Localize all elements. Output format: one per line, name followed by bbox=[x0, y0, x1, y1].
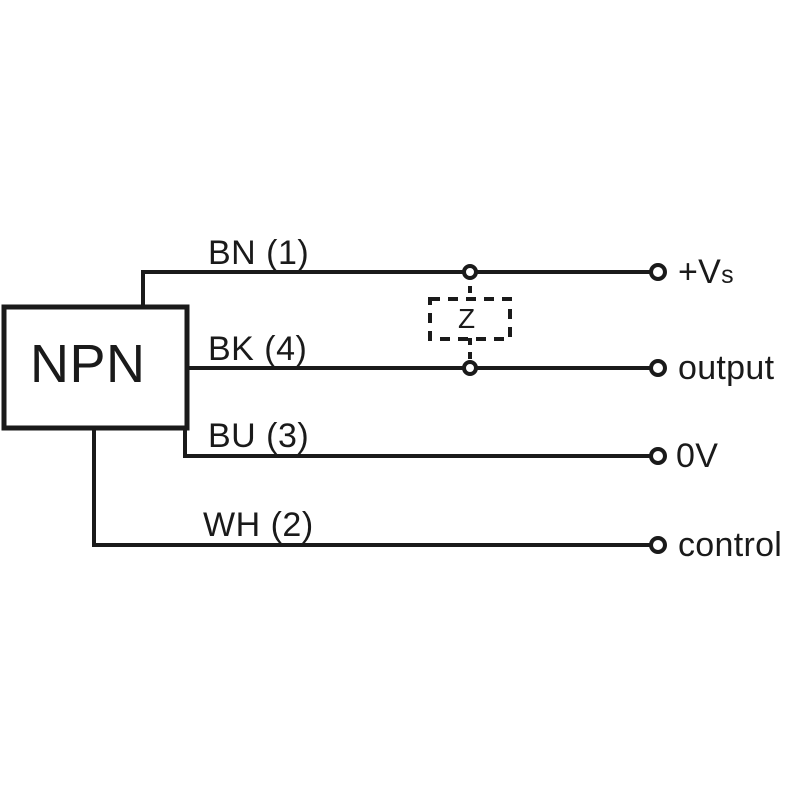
wire-path-bu-3 bbox=[183, 426, 653, 458]
protection-element-label: Z bbox=[458, 303, 476, 334]
wire-label-wh-2: WH (2) bbox=[203, 506, 314, 544]
terminal-circle-vs[interactable] bbox=[649, 263, 667, 281]
terminal-label-vs: +Vs bbox=[678, 255, 734, 289]
terminal-circle-control[interactable] bbox=[649, 536, 667, 554]
npn-device-label: NPN bbox=[30, 334, 146, 394]
junction-supply-dot bbox=[462, 264, 478, 280]
terminal-label-output: output bbox=[678, 349, 775, 387]
wire-path-bn-1 bbox=[141, 270, 653, 309]
wire-path-wh-2 bbox=[92, 426, 653, 547]
wire-label-bn-1: BN (1) bbox=[208, 234, 310, 272]
npn-device-box bbox=[1, 304, 190, 431]
terminal-label-vs-main: +V bbox=[678, 253, 722, 291]
terminal-label-0v: 0V bbox=[676, 437, 719, 475]
terminal-circle-output[interactable] bbox=[649, 359, 667, 377]
terminal-label-control: control bbox=[678, 526, 783, 564]
terminal-label-vs-subscript: s bbox=[721, 261, 734, 289]
terminal-circle-0v[interactable] bbox=[649, 447, 667, 465]
protection-element-box bbox=[428, 297, 512, 341]
junction-output-dot bbox=[462, 360, 478, 376]
wire-label-bu-3: BU (3) bbox=[208, 417, 310, 455]
wire-label-bk-4: BK (4) bbox=[208, 330, 308, 368]
